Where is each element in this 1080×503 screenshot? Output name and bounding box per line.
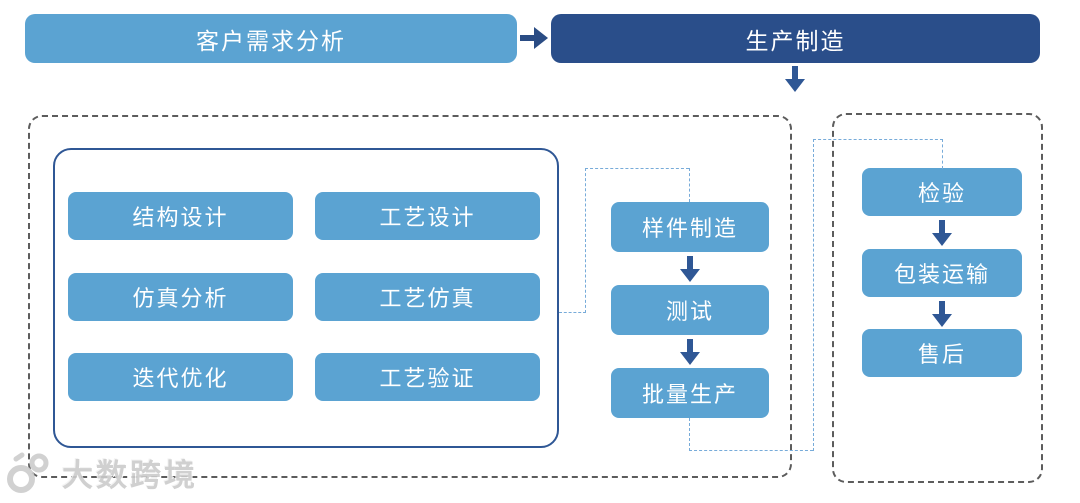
arrow-right-head bbox=[534, 27, 548, 49]
connector-production-to-inspection bbox=[813, 139, 814, 451]
connector-production-to-inspection bbox=[689, 418, 690, 451]
arrow-down-stem bbox=[939, 301, 945, 315]
watermark-text: 大数跨境 bbox=[62, 458, 198, 493]
header-customer-requirement-analysis: 客户需求分析 bbox=[25, 14, 517, 63]
connector-design-to-sample bbox=[585, 168, 586, 313]
box-mass-production: 批量生产 bbox=[611, 368, 769, 418]
arrow-right-stem bbox=[520, 35, 535, 41]
arrow-down-icon bbox=[680, 339, 700, 365]
arrow-down-icon bbox=[932, 220, 952, 246]
box-sample-manufacturing: 样件制造 bbox=[611, 202, 769, 252]
box-structural-design: 结构设计 bbox=[68, 192, 293, 240]
box-packaging-transport: 包装运输 bbox=[862, 249, 1022, 297]
design-phase-container bbox=[28, 115, 792, 478]
arrow-down-stem bbox=[939, 220, 945, 234]
arrow-down-head bbox=[932, 314, 952, 327]
header-production-manufacturing: 生产制造 bbox=[551, 14, 1040, 63]
connector-design-to-sample bbox=[585, 168, 689, 169]
arrow-down-head bbox=[680, 269, 700, 282]
arrow-down-head bbox=[932, 233, 952, 246]
arrow-down-icon bbox=[932, 301, 952, 327]
watermark-logo-icon bbox=[7, 452, 49, 493]
arrow-down-head bbox=[680, 352, 700, 365]
arrow-down-head bbox=[785, 79, 805, 92]
connector-production-to-inspection bbox=[689, 450, 813, 451]
connector-production-to-inspection bbox=[942, 139, 943, 169]
arrow-down-stem bbox=[792, 66, 798, 80]
box-process-verification: 工艺验证 bbox=[315, 353, 540, 401]
box-process-simulation: 工艺仿真 bbox=[315, 273, 540, 321]
arrow-down-icon bbox=[680, 256, 700, 282]
connector-design-to-sample bbox=[689, 168, 690, 202]
box-simulation-analysis: 仿真分析 bbox=[68, 273, 293, 321]
arrow-right-icon bbox=[520, 27, 548, 49]
box-testing: 测试 bbox=[611, 285, 769, 335]
connector-production-to-inspection bbox=[813, 139, 943, 140]
arrow-down-icon bbox=[785, 66, 805, 92]
connector-design-to-sample bbox=[559, 312, 586, 313]
arrow-down-stem bbox=[687, 339, 693, 353]
delivery-phase-container bbox=[832, 113, 1043, 483]
box-process-design: 工艺设计 bbox=[315, 192, 540, 240]
arrow-down-stem bbox=[687, 256, 693, 270]
watermark: 大数跨境 bbox=[6, 450, 198, 495]
box-iterative-optimization: 迭代优化 bbox=[68, 353, 293, 401]
box-after-sales: 售后 bbox=[862, 329, 1022, 377]
box-inspection: 检验 bbox=[862, 168, 1022, 216]
